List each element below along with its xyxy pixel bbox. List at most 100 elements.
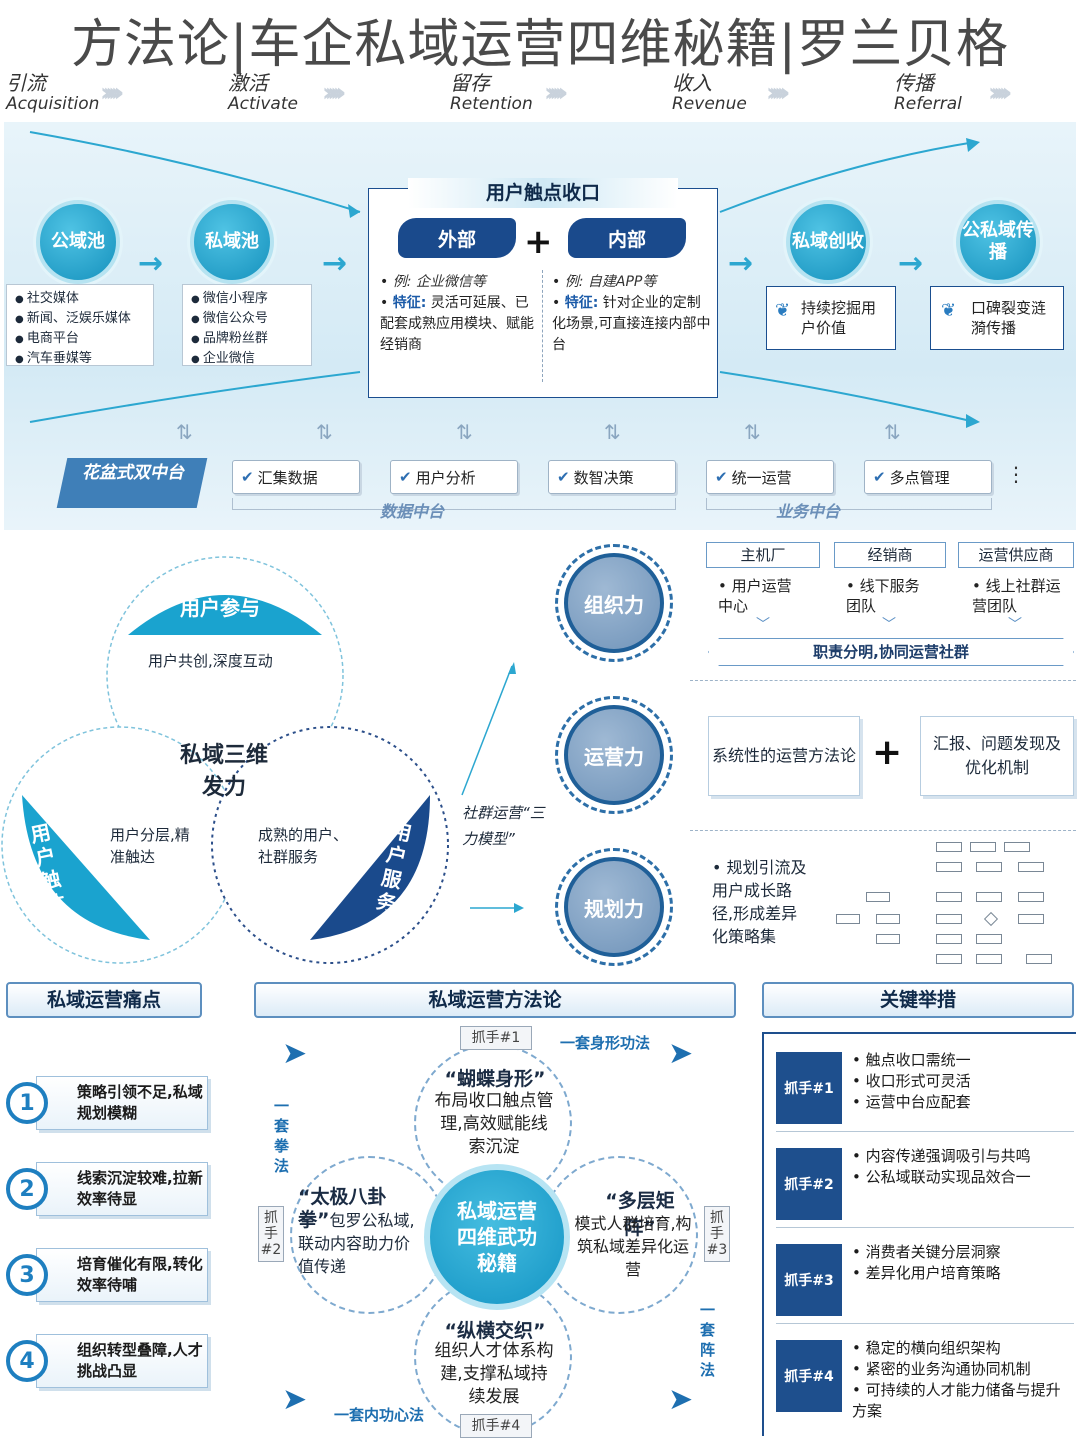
cycle-icon: ⇅ (456, 420, 473, 444)
external-desc: • 例: 企业微信等 • 特征: 灵活可延展、已配套成熟应用模块、赋能经销商 (380, 274, 534, 353)
taichi-desc: “太极八卦拳”包罗公私域,联动内容助力价值传递 (298, 1186, 415, 1276)
cycle-icon: ⇅ (316, 420, 333, 444)
more-icon: ⋮ (1006, 462, 1026, 486)
key-measure-row: 抓手#4 稳定的横向组织架构紧密的业务沟通协同机制可持续的人才能力储备与提升方案 (776, 1332, 1074, 1420)
key-measure-row: 抓手#2 内容传递强调吸引与共鸣公私域联动实现品效合一 (776, 1140, 1074, 1228)
reach-text: 用户分层,精准触达 (110, 826, 190, 866)
data-center-label: 数据中台 (380, 502, 445, 521)
page-title: 方法论|车企私域运营四维秘籍|罗兰贝格 (70, 15, 1010, 75)
private-revenue-circle: 私域创收 (786, 200, 870, 284)
external-label: 外部 (398, 218, 516, 258)
number-badge: 3 (6, 1254, 48, 1296)
chevron-icon: ›››››› (100, 78, 124, 108)
three-forces-diagram (1, 556, 449, 964)
internal-label: 内部 (568, 218, 686, 258)
methodology-center: 私域运营四维武功秘籍 (424, 1164, 570, 1310)
pain-point: 策略引领不足,私域规划模糊 1 (6, 1076, 208, 1130)
grip-tag: 抓手#4 (460, 1414, 532, 1438)
divider (542, 270, 543, 382)
private-revenue-box: ❦ 持续挖掘用户价值 (766, 286, 896, 350)
ops-box-methodology: 系统性的运营方法论 (708, 716, 860, 796)
grip-tag: 抓手#3 (704, 1206, 730, 1262)
platform-item: ✔多点管理 (864, 460, 992, 494)
platform-item: ✔汇集数据 (232, 460, 360, 494)
pain-point: 组织转型叠障,人才挑战凸显 4 (6, 1334, 208, 1388)
arrow-right-icon: → (728, 246, 754, 281)
matrix-title: “多层矩阵” (605, 1190, 675, 1239)
petal-left (290, 1156, 448, 1314)
dual-platform-label: 花盆式双中台 (56, 458, 208, 508)
chevron-down-icon: ﹀ (756, 617, 770, 633)
plus-icon: + (872, 732, 903, 773)
weave-title: “纵横交织” (444, 1320, 546, 1342)
chevron-down-icon: ﹀ (1008, 617, 1022, 633)
number-badge: 1 (6, 1082, 48, 1124)
list-item: 电商平台 (15, 329, 145, 349)
divider (690, 680, 1076, 681)
cycle-icon: ⇅ (884, 420, 901, 444)
internal-desc: • 例: 自建APP等 • 特征: 针对企业的定制化场景,可直接连接内部中台 (552, 274, 711, 353)
connector-arrows (461, 662, 524, 913)
pain-point: 线索沉淀较难,拉新效率待显 2 (6, 1162, 208, 1216)
leaf-icon: ❦ (941, 300, 957, 321)
check-icon: ✔ (873, 468, 886, 486)
key-measures-frame (762, 1032, 1076, 1436)
chevron-icon: ›››››› (766, 78, 790, 108)
paper-plane-icon: ➤ (668, 1036, 694, 1071)
public-private-spread-circle: 公私域传播 (956, 200, 1040, 284)
list-item: 品牌粉丝群 (191, 329, 303, 349)
three-force-model-label: 社群运营“三力模型” (462, 804, 545, 848)
duty-banner: 职责分明,协同运营社群 (708, 638, 1074, 666)
key-measure-row: 抓手#3 消费者关键分层洞察差异化用户培育策略 (776, 1236, 1074, 1324)
fist-method-label: 一套拳法 (274, 1097, 290, 1175)
flowchart-thumbnail (836, 842, 1076, 970)
body-method-label: 一套身形功法 (560, 1034, 651, 1052)
check-icon: ✔ (399, 468, 412, 486)
key-measure-row: 抓手#1 触点收口需统一收口形式可灵活运营中台应配套 (776, 1044, 1074, 1132)
number-badge: 4 (6, 1340, 48, 1382)
cycle-icon: ⇅ (176, 420, 193, 444)
list-item: 社交媒体 (15, 289, 145, 309)
formation-method-label: 一套阵法 (700, 1301, 716, 1379)
chevron-icon: ›››››› (988, 78, 1012, 108)
role-box: 经销商 (834, 542, 946, 568)
grip-tag: 抓手#1 (460, 1026, 532, 1050)
service-text: 成熟的用户、社群服务 (258, 826, 349, 866)
bracket (232, 498, 676, 510)
arrow-right-icon: → (138, 246, 164, 281)
list-item: 汽车垂媒等 (15, 349, 145, 369)
methodology-header: 私域运营方法论 (254, 982, 736, 1018)
platform-item: ✔统一运营 (706, 460, 834, 494)
grip-tag: 抓手#2 (258, 1206, 284, 1262)
leaf-icon: ❦ (775, 300, 791, 321)
check-icon: ✔ (241, 468, 254, 486)
number-badge: 2 (6, 1168, 48, 1210)
chevron-icon: ›››››› (544, 78, 568, 108)
divider (690, 830, 1076, 831)
weave-text: 组织人才体系构建,支撑私域持续发展 (434, 1341, 554, 1407)
list-item: 新闻、泛娱乐媒体 (15, 309, 145, 329)
bracket (706, 498, 992, 510)
public-pool-list: 社交媒体 新闻、泛娱乐媒体 电商平台 汽车垂媒等 (6, 284, 154, 366)
platform-item: ✔数智决策 (548, 460, 676, 494)
chevron-icon: ›››››› (322, 78, 346, 108)
role-box: 主机厂 (706, 542, 820, 568)
private-pool-list: 微信小程序 微信公众号 品牌粉丝群 企业微信 (182, 284, 312, 366)
flow-arrows (29, 131, 980, 428)
butterfly-title: “蝴蝶身形” (444, 1068, 546, 1090)
arrow-right-icon: → (898, 246, 924, 281)
plan-text: • 规划引流及用户成长路径,形成差异化策略集 (712, 858, 807, 946)
paper-plane-icon: ➤ (668, 1382, 694, 1417)
list-item: 微信小程序 (191, 289, 303, 309)
plus-icon: + (524, 222, 553, 262)
cycle-icon: ⇅ (604, 420, 621, 444)
pain-point: 培育催化有限,转化效率待哺 3 (6, 1248, 208, 1302)
inner-method-label: 一套内功心法 (334, 1406, 425, 1424)
paper-plane-icon: ➤ (282, 1036, 308, 1071)
paper-plane-icon: ➤ (282, 1382, 308, 1417)
list-item: 企业微信 (191, 349, 303, 369)
ops-box-mechanism: 汇报、问题发现及优化机制 (920, 716, 1074, 796)
